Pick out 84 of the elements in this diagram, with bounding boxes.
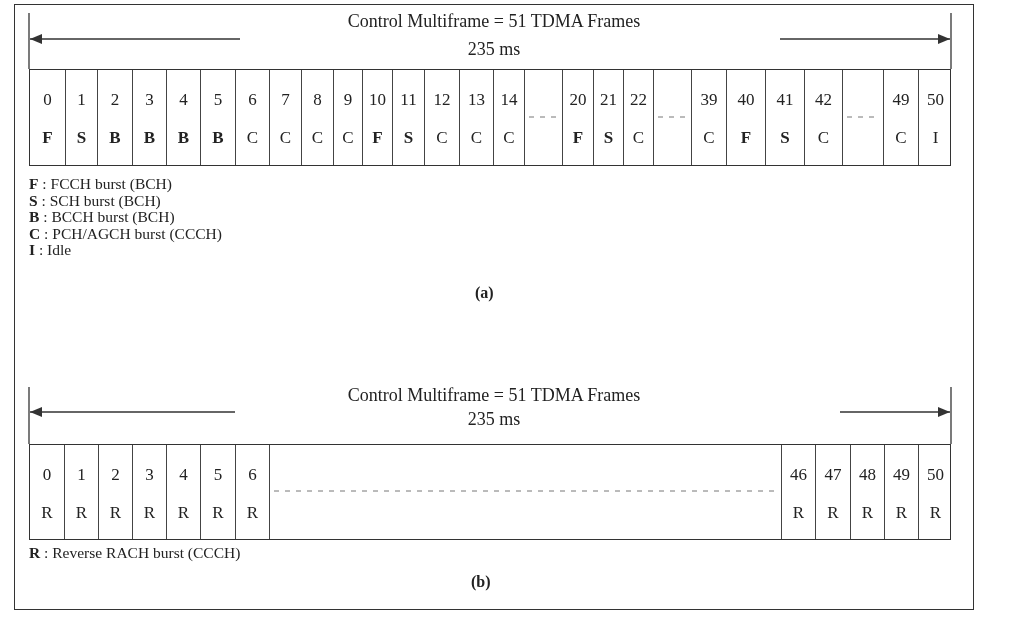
legend-entry: I : Idle — [29, 242, 72, 259]
frame-number: 0 — [41, 465, 53, 485]
burst-type: R — [791, 503, 806, 523]
frame-number: 9 — [342, 90, 354, 110]
burst-type: R — [108, 503, 123, 523]
burst-type: C — [702, 128, 716, 148]
frame-number: 50 — [926, 90, 945, 110]
frame-number: 1 — [76, 90, 87, 110]
burst-type: R — [211, 503, 225, 523]
frame-number: 1 — [76, 465, 87, 485]
legend-entry: R : Reverse RACH burst (CCCH) — [29, 545, 241, 562]
burst-type: I — [931, 128, 940, 148]
burst-type: S — [402, 128, 415, 148]
burst-type: R — [928, 503, 943, 523]
burst-type: R — [860, 503, 875, 523]
frame-number: 20 — [568, 90, 588, 110]
frame-number: 40 — [736, 90, 756, 110]
frame-number: 6 — [247, 465, 258, 485]
burst-type: B — [142, 128, 157, 148]
burst-type: C — [435, 128, 449, 148]
frame-number: 3 — [144, 90, 155, 110]
frame-number: 11 — [399, 90, 418, 110]
burst-type: C — [469, 128, 484, 148]
burst-type: F — [571, 128, 585, 148]
frame-number: 8 — [312, 90, 323, 110]
frame-number: 0 — [42, 90, 53, 110]
frame-number: 50 — [926, 465, 945, 485]
burst-type: R — [40, 503, 54, 523]
frame-number: 10 — [368, 90, 387, 110]
burst-type: R — [74, 503, 89, 523]
burst-type: C — [278, 128, 293, 148]
burst-type: C — [631, 128, 646, 148]
frame-number: 5 — [212, 90, 224, 110]
frame-number: 12 — [432, 90, 452, 110]
burst-type: R — [142, 503, 157, 523]
frame-number: 2 — [110, 465, 121, 485]
burst-type: C — [341, 128, 355, 148]
burst-type: C — [894, 128, 908, 148]
frame-number: 21 — [599, 90, 618, 110]
burst-type: B — [176, 128, 191, 148]
burst-type: F — [739, 128, 753, 148]
legend-entry: B : BCCH burst (BCH) — [29, 209, 175, 226]
legend-entry: C : PCH/AGCH burst (CCCH) — [29, 225, 222, 242]
frame-number: 14 — [499, 90, 519, 110]
frame-number: 46 — [789, 465, 808, 485]
duration-label: 235 ms — [467, 39, 521, 60]
burst-type: R — [245, 503, 260, 523]
legend-entry: S : SCH burst (BCH) — [29, 192, 161, 209]
burst-type: R — [826, 503, 840, 523]
panel-caption: (b) — [471, 573, 491, 591]
frame-number: 7 — [280, 90, 291, 110]
burst-type: C — [816, 128, 831, 148]
frame-number: 22 — [629, 90, 648, 110]
legend-entry: F : FCCH burst (BCH) — [29, 176, 172, 193]
frame-number: 42 — [814, 90, 833, 110]
burst-type: C — [502, 128, 516, 148]
frame-number: 39 — [699, 90, 719, 110]
frame-number: 47 — [823, 465, 843, 485]
burst-type: F — [371, 128, 384, 148]
frame-number: 48 — [858, 465, 877, 485]
burst-type: B — [108, 128, 122, 148]
burst-type: B — [211, 128, 225, 148]
duration-label: 235 ms — [467, 409, 521, 430]
burst-type: F — [41, 128, 54, 148]
frame-number: 13 — [467, 90, 486, 110]
burst-type: S — [779, 128, 791, 148]
frame-number: 6 — [247, 90, 258, 110]
burst-type: R — [894, 503, 909, 523]
multiframe-heading: Control Multiframe = 51 TDMA Frames — [347, 11, 641, 32]
frame-number: 3 — [144, 465, 155, 485]
burst-type: C — [245, 128, 260, 148]
frame-number: 41 — [775, 90, 795, 110]
multiframe-heading: Control Multiframe = 51 TDMA Frames — [347, 385, 641, 406]
frame-number: 4 — [178, 90, 189, 110]
frame-number: 49 — [891, 90, 911, 110]
burst-type: C — [310, 128, 325, 148]
panel-caption: (a) — [475, 284, 494, 302]
frame-number: 4 — [178, 465, 189, 485]
frame-number: 5 — [212, 465, 224, 485]
frame-number: 2 — [109, 90, 121, 110]
burst-type: S — [602, 128, 615, 148]
burst-type: S — [75, 128, 88, 148]
frame-number: 49 — [892, 465, 911, 485]
burst-type: R — [176, 503, 191, 523]
